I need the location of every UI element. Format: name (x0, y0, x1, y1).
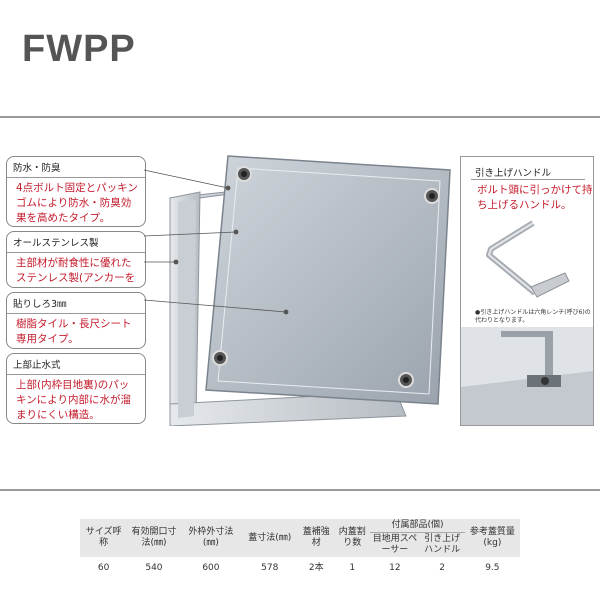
header-opening: 有効開口寸法(㎜) (127, 519, 181, 557)
callout-heading: 上部止水式 (7, 354, 145, 375)
header-reinforce: 蓋補強材 (298, 519, 335, 557)
callout-heading: 貼りしろ3㎜ (7, 293, 145, 314)
callout-waterproof: 防水・防臭 4点ボルト固定とパッキンゴムにより防水・防臭効果を高めたタイプ。 (6, 156, 146, 227)
cell-lid: 578 (261, 563, 279, 573)
cell-division: 1 (349, 563, 356, 573)
callout-body: 4点ボルト固定とパッキンゴムにより防水・防臭効果を高めたタイプ。 (16, 182, 138, 224)
cell-size: 60 (97, 563, 110, 573)
cell-spacer: 12 (389, 563, 401, 573)
handle-heading-rule (471, 179, 585, 180)
callout-body: 樹脂タイル・長尺シート専用タイプ。 (16, 318, 132, 345)
handle-in-use-image (461, 327, 593, 425)
header-division: 内蓋割り数 (334, 519, 371, 557)
page-title: FWPP (22, 28, 136, 70)
header-handle: 引き上げハンドル (419, 532, 465, 557)
cell-handle: 2 (439, 563, 445, 573)
header-spacer: 目地用スペーサー (370, 532, 420, 557)
header-lid: 蓋寸法(㎜) (241, 519, 299, 557)
table-row: 60 540 600 578 2本 1 12 2 9.5 (80, 557, 520, 576)
callout-heading: オールステンレス製 (7, 232, 145, 253)
callout-tile: 貼りしろ3㎜ 樹脂タイル・長尺シート専用タイプ。 (6, 292, 146, 349)
product-image (169, 155, 451, 426)
header-size: サイズ呼称 (80, 519, 128, 557)
handle-heading: 引き上げハンドル (475, 168, 552, 179)
handle-note: ●引き上げハンドルは六角レンチ(呼び6)の代わりとなります。 (475, 309, 591, 324)
cell-outer: 600 (202, 563, 220, 573)
bottom-divider (0, 489, 600, 491)
callout-stopwater: 上部止水式 上部(内枠目地裏)のパッキンにより内部に水が溜まりにくい構造。 (6, 353, 146, 424)
header-parts: 付属部品(個) (370, 519, 465, 533)
callout-body: 主部材が耐食性に優れたステンレス製(アンカーを除く)。 (16, 257, 136, 284)
callout-heading: 防水・防臭 (7, 157, 145, 178)
callout-stainless: オールステンレス製 主部材が耐食性に優れたステンレス製(アンカーを除く)。 (6, 231, 146, 288)
handle-image (486, 220, 570, 298)
header-outer: 外枠外寸法(㎜) (180, 519, 242, 557)
top-divider (0, 116, 600, 118)
cell-weight: 9.5 (485, 563, 500, 573)
cell-reinforce: 2本 (308, 563, 324, 573)
cell-opening: 540 (145, 563, 163, 573)
callout-body: 上部(内枠目地裏)のパッキンにより内部に水が溜まりにくい構造。 (16, 379, 131, 421)
handle-description: ボルト頭に引っかけて持ち上げるハンドル。 (477, 184, 593, 211)
spec-table: サイズ呼称 有効開口寸法(㎜) 外枠外寸法(㎜) 蓋寸法(㎜) 蓋補強材 内蓋割… (80, 519, 520, 576)
header-weight: 参考蓋質量(kg) (464, 519, 520, 557)
handle-panel: 引き上げハンドル ボルト頭に引っかけて持ち上げるハンドル。 ●引き上げハンドルは… (460, 156, 594, 426)
